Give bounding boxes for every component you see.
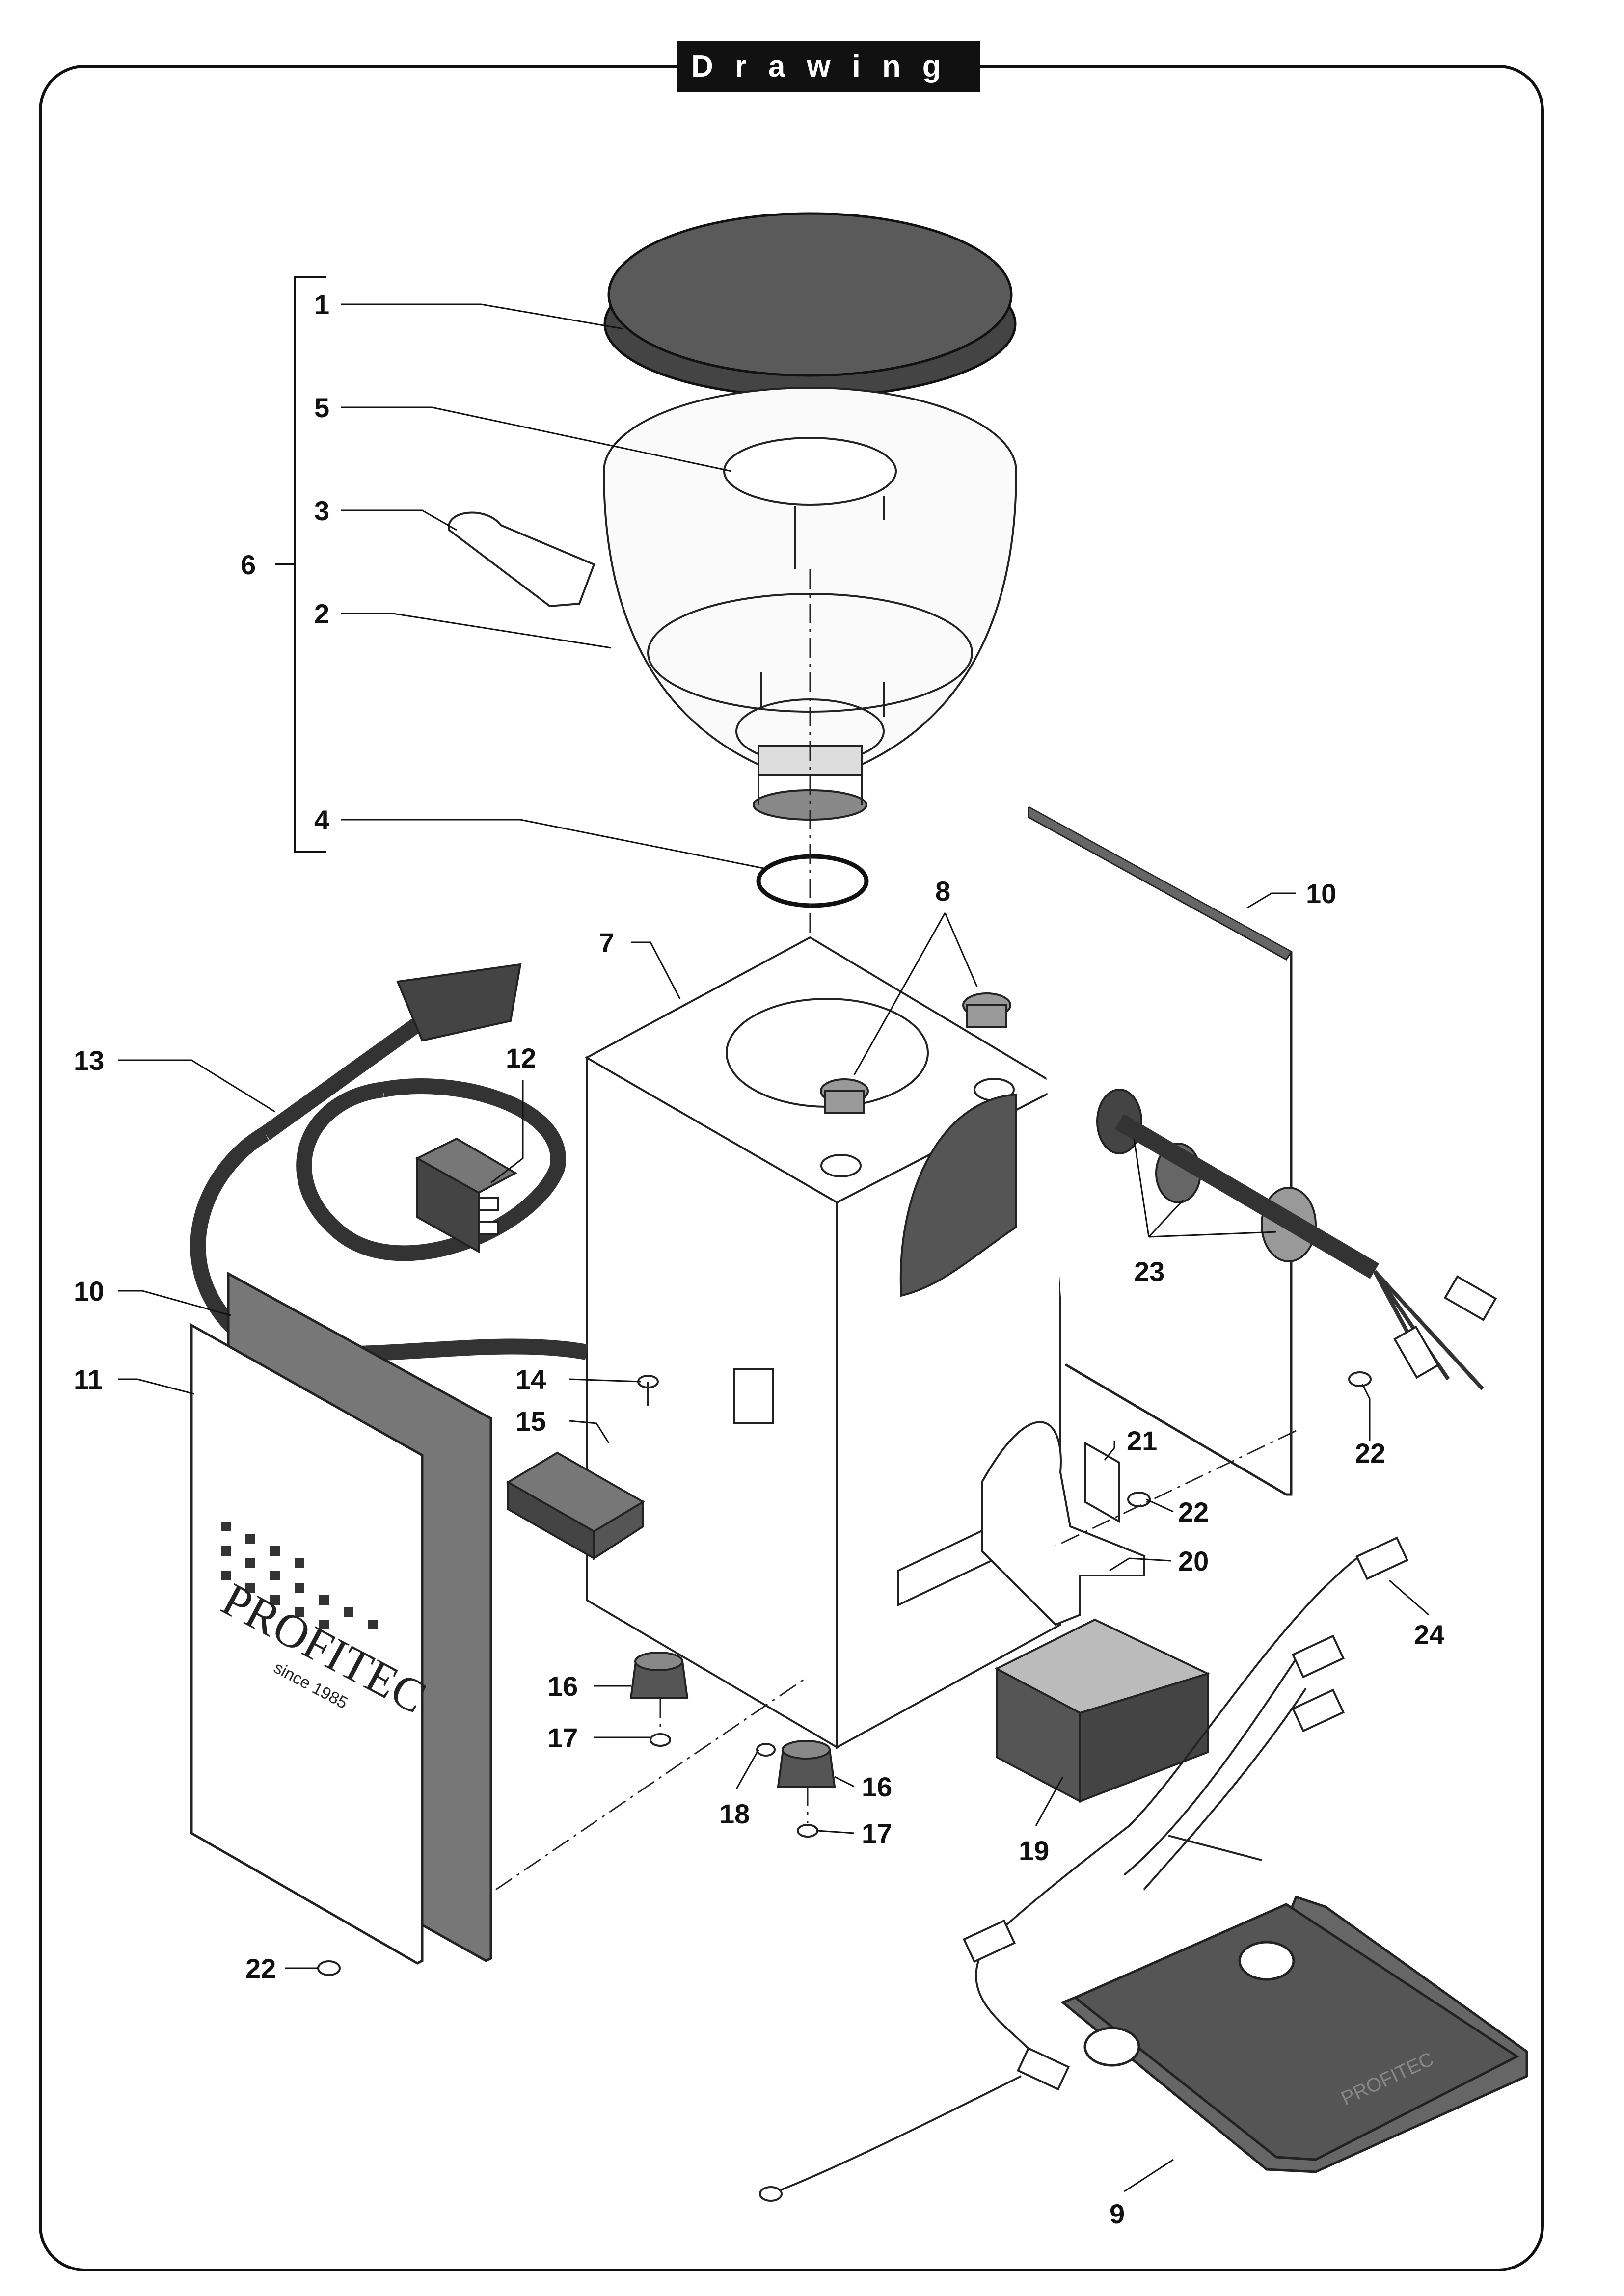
leader-lines	[118, 303, 1429, 2192]
part-front-panel	[190, 1323, 424, 1965]
part-wiring-harness	[770, 1555, 1361, 2195]
callout-6: 6	[241, 549, 256, 580]
drawing-title: Drawing	[677, 41, 980, 92]
part-housing	[584, 936, 1063, 1749]
callout-21: 21	[1127, 1425, 1157, 1456]
callout-8: 8	[935, 876, 950, 907]
callout-17-left: 17	[547, 1722, 578, 1753]
part-drip-tray	[1060, 1895, 1528, 2173]
part-feet	[629, 1652, 836, 1838]
callout-10-right: 10	[1306, 878, 1336, 909]
part-display-unit	[994, 1618, 1211, 1803]
callout-24: 24	[1414, 1619, 1444, 1650]
callout-22-mid: 22	[1178, 1496, 1209, 1527]
front-panel-dot-grid	[221, 1522, 378, 1629]
callout-1: 1	[314, 289, 329, 320]
callout-10-left: 10	[74, 1276, 104, 1307]
callout-9: 9	[1110, 2198, 1125, 2229]
callout-14: 14	[515, 1364, 546, 1395]
callout-18: 18	[719, 1798, 750, 1829]
callout-22-left: 22	[245, 1953, 276, 1984]
callout-2: 2	[314, 598, 329, 629]
callout-16-left: 16	[547, 1671, 578, 1702]
callout-20: 20	[1178, 1546, 1209, 1576]
part-o-ring	[756, 854, 869, 908]
callout-11: 11	[74, 1364, 103, 1395]
part-push-buttons	[820, 992, 1011, 1114]
callout-17-right: 17	[862, 1818, 892, 1849]
part-disc-insert	[723, 437, 897, 569]
callout-5: 5	[314, 392, 329, 423]
part-rocker-switch	[415, 1137, 518, 1254]
callout-16-right: 16	[862, 1771, 892, 1802]
part-terminal-block	[506, 1451, 645, 1560]
callout-3: 3	[314, 495, 329, 526]
wiring-connectors	[759, 1536, 1409, 2202]
part-lid	[603, 212, 1017, 398]
part-side-panel-right-edge	[1028, 807, 1292, 961]
callout-13: 13	[74, 1045, 104, 1076]
callout-15: 15	[515, 1406, 546, 1437]
callout-22-right: 22	[1355, 1438, 1385, 1468]
callout-12: 12	[506, 1042, 536, 1073]
callout-7: 7	[599, 927, 614, 958]
assembly-axes	[495, 569, 1297, 1891]
callout-19: 19	[1019, 1835, 1049, 1866]
callout-4: 4	[314, 804, 329, 835]
callout-labels: 1 5 3 6 2 4 8 10 7 13 12 23 10 11 14 15 …	[74, 289, 1444, 2229]
part-scoop	[448, 511, 595, 608]
part-mounting-bracket	[981, 1421, 1145, 1626]
group-bracket-6	[275, 276, 326, 853]
part-cable-gland	[1096, 1089, 1497, 1390]
callout-23: 23	[1134, 1256, 1164, 1287]
